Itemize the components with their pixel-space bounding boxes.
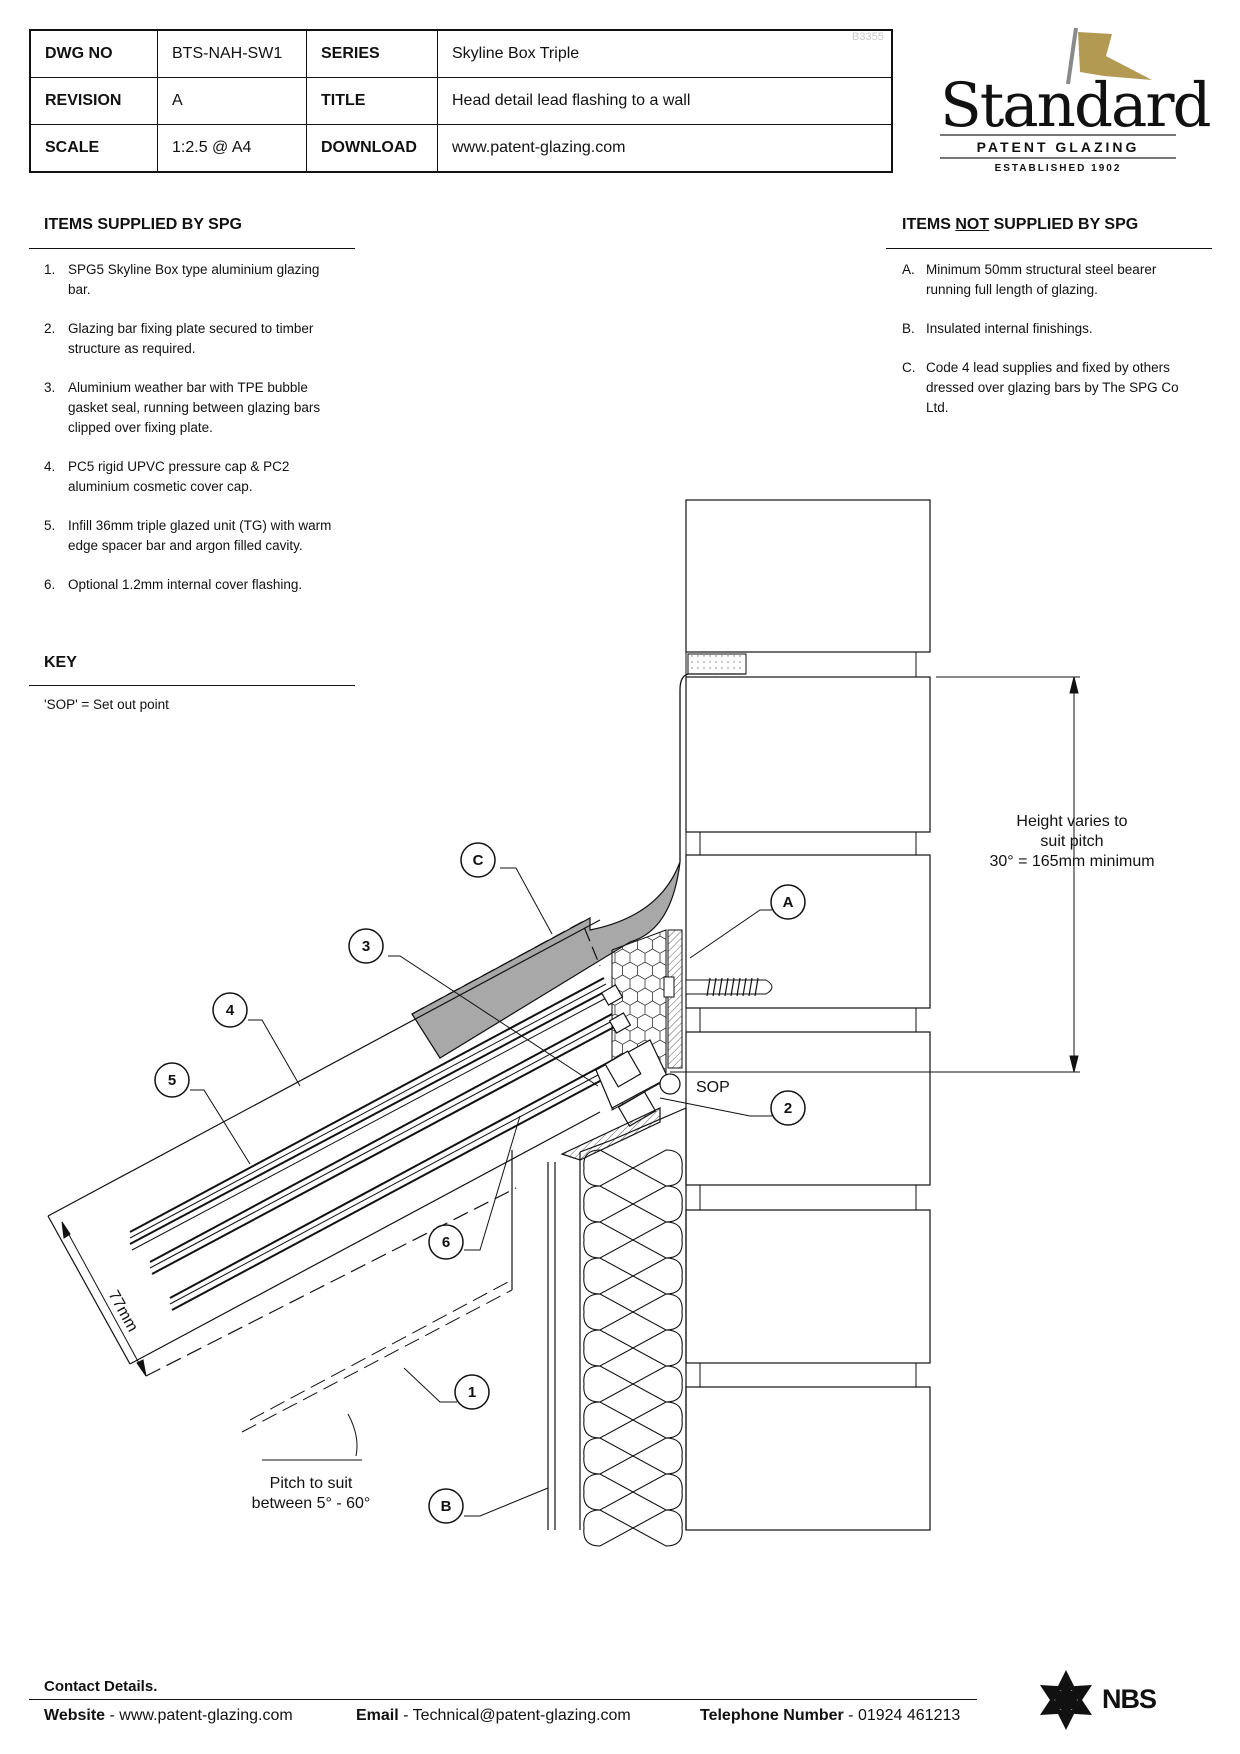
height-note-line3: 30° = 165mm minimum <box>989 853 1154 870</box>
callout-label: 2 <box>784 1100 792 1117</box>
pitch-angle <box>262 1414 362 1460</box>
pitch-note-line1: Pitch to suit <box>270 1475 353 1492</box>
phone-label: Telephone Number <box>700 1707 844 1724</box>
callout-label: 4 <box>226 1002 235 1019</box>
email-label: Email <box>356 1707 399 1724</box>
callout-label: C <box>473 852 484 869</box>
leader-lines <box>190 868 772 1516</box>
contact-heading: Contact Details. <box>44 1678 157 1695</box>
quilt-loop <box>584 1438 682 1474</box>
nbs-logo-icon <box>1034 1668 1098 1732</box>
quilt-loop <box>584 1150 682 1186</box>
footer-website: Website - www.patent-glazing.com <box>44 1707 293 1725</box>
quilt-loop <box>584 1330 682 1366</box>
website-sep: - <box>105 1707 119 1724</box>
pitch-note-line2: between 5° - 60° <box>252 1495 371 1512</box>
insulation-quilt <box>584 1150 682 1546</box>
nbs-wordmark: NBS <box>1102 1684 1156 1715</box>
brick <box>686 1387 930 1530</box>
callout-label: 1 <box>468 1384 476 1401</box>
callout-label: B <box>441 1498 452 1515</box>
footer-email: Email - Technical@patent-glazing.com <box>356 1707 631 1725</box>
brick <box>686 1210 930 1363</box>
internal-finishings <box>548 1108 686 1530</box>
quilt-loop <box>584 1222 682 1258</box>
quilt-loop <box>584 1510 682 1546</box>
callout-label: 5 <box>168 1072 176 1089</box>
callout-label: 3 <box>362 938 370 955</box>
quilt-loop <box>584 1402 682 1438</box>
phone-number: 01924 461213 <box>858 1707 960 1724</box>
brick <box>686 1032 930 1185</box>
quilt-loop <box>584 1258 682 1294</box>
email-sep: - <box>399 1707 413 1724</box>
callout-label: 6 <box>442 1234 450 1251</box>
website-label: Website <box>44 1707 105 1724</box>
brick <box>686 677 930 832</box>
thickness-dimension <box>62 1222 146 1376</box>
email-link[interactable]: Technical@patent-glazing.com <box>413 1707 631 1724</box>
height-note-line1: Height varies to <box>1016 813 1127 830</box>
footer-rule <box>29 1699 977 1700</box>
quilt-loop <box>584 1186 682 1222</box>
height-note-line2: suit pitch <box>1040 833 1103 850</box>
quilt-loop <box>584 1474 682 1510</box>
quilt-loop <box>584 1366 682 1402</box>
website-link[interactable]: www.patent-glazing.com <box>119 1707 292 1724</box>
mortar-seal <box>688 654 746 674</box>
callout-label: A <box>783 894 794 911</box>
phone-sep: - <box>844 1707 858 1724</box>
quilt-loop <box>584 1294 682 1330</box>
brick <box>686 500 930 652</box>
sop-label: SOP <box>696 1079 730 1096</box>
footer-phone: Telephone Number - 01924 461213 <box>700 1707 960 1725</box>
